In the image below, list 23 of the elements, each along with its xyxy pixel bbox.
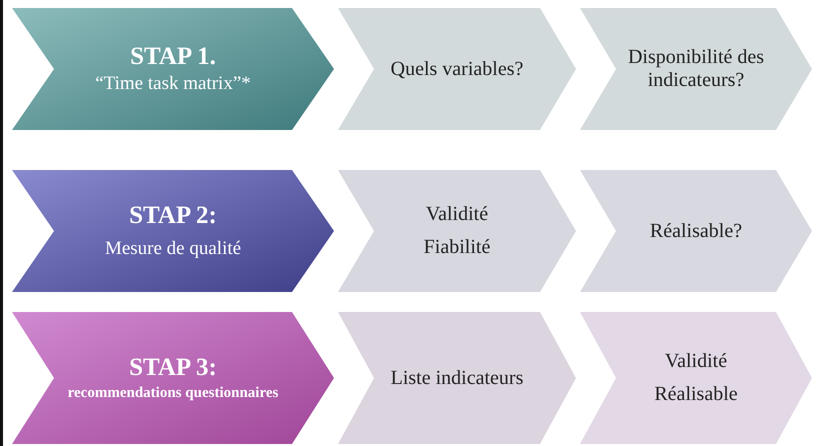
step-subtitle: Mesure de qualité (104, 238, 242, 260)
step-card (580, 312, 812, 444)
step-title: STAP 2: (129, 202, 217, 230)
step-banner (12, 312, 334, 444)
step-banner (12, 8, 334, 130)
step-text: Réalisable? (650, 220, 742, 242)
step-text: Disponibilité des indicateurs? (626, 46, 766, 92)
step-text: Validité (664, 350, 728, 373)
step-title: STAP 1. (130, 42, 216, 72)
step-card (338, 170, 576, 292)
step-subtitle: recommendations questionnaires (68, 384, 278, 402)
step-text: Liste indicateurs (390, 366, 524, 390)
step-text: Quels variables? (390, 58, 524, 80)
step-card (338, 8, 576, 130)
step-card (580, 170, 812, 292)
step-subtitle: “Time task matrix”* (95, 73, 251, 96)
step-text: Fiabilité (424, 236, 490, 259)
step-title: STAP 3: (129, 354, 217, 383)
step-text: Validité (426, 203, 488, 226)
step-card (338, 312, 576, 444)
step-text: Réalisable (654, 383, 738, 406)
step-banner (12, 170, 334, 292)
step-card (580, 8, 812, 130)
